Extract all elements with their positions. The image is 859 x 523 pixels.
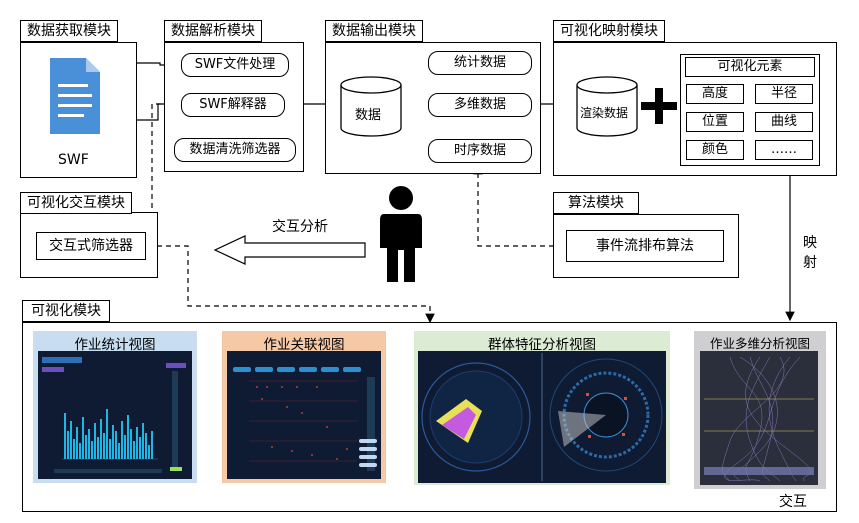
database-icon [340, 76, 402, 137]
job-correlation-title: 作业关联视图 [263, 337, 345, 353]
job-statistics-screen [38, 351, 192, 479]
job-statistics-title: 作业统计视图 [74, 337, 156, 353]
mapping-title: 可视化映射模块 [553, 20, 665, 42]
data-label: 数据 [355, 108, 382, 123]
algorithm-title: 算法模块 [553, 192, 639, 214]
group-feature-radial [421, 353, 663, 481]
group-feature-view: 群体特征分析视图 [414, 331, 670, 485]
filter-node: 交互式筛选器 [36, 232, 146, 260]
parsing-title: 数据解析模块 [164, 20, 262, 42]
multidim-analysis-title: 作业多维分析视图 [709, 336, 810, 351]
swf-parser-node: SWF解释器 [181, 93, 285, 117]
output-title: 数据输出模块 [325, 20, 423, 42]
user-icon [380, 186, 422, 282]
interaction-title: 可视化交互模块 [20, 192, 132, 214]
multidim-analysis-view: 作业多维分析视图 [694, 331, 826, 489]
job-correlation-view: 作业关联视图 [222, 331, 386, 483]
multidim-parallel-coords [704, 356, 814, 482]
element-more: …… [755, 140, 813, 160]
element-position: 位置 [686, 112, 744, 132]
interactive-analysis-label: 交互分析 [272, 219, 328, 235]
elements-title: 可视化元素 [685, 57, 815, 77]
job-correlation-dots [233, 367, 377, 471]
swf-processing-node: SWF文件处理 [181, 53, 289, 77]
mapping-label-2: 射 [803, 255, 817, 271]
visualization-title: 可视化模块 [22, 300, 110, 322]
element-height: 高度 [686, 84, 744, 104]
job-statistics-bars [42, 357, 186, 473]
multidim-analysis-screen [700, 351, 818, 485]
stats-node: 统计数据 [428, 51, 532, 75]
timeseries-node: 时序数据 [428, 139, 532, 163]
mapping-label-1: 映 [803, 235, 817, 251]
plus-icon [641, 88, 677, 124]
job-correlation-screen [227, 351, 381, 479]
data-cleaning-node: 数据清洗筛选器 [174, 138, 296, 162]
group-feature-title: 群体特征分析视图 [488, 337, 596, 353]
render-database-icon [576, 76, 638, 137]
element-color: 颜色 [686, 140, 744, 160]
document-icon [50, 58, 100, 134]
swf-label: SWF [58, 152, 89, 168]
element-curve: 曲线 [755, 112, 813, 132]
job-statistics-view: 作业统计视图 [33, 331, 197, 483]
render-data-label: 渲染数据 [580, 106, 629, 120]
interaction-label: 交互 [779, 494, 807, 510]
element-radius: 半径 [755, 84, 813, 104]
acquisition-title: 数据获取模块 [20, 20, 118, 42]
group-feature-screen [418, 351, 666, 483]
event-flow-node: 事件流排布算法 [566, 230, 724, 262]
multidim-node: 多维数据 [428, 93, 532, 117]
